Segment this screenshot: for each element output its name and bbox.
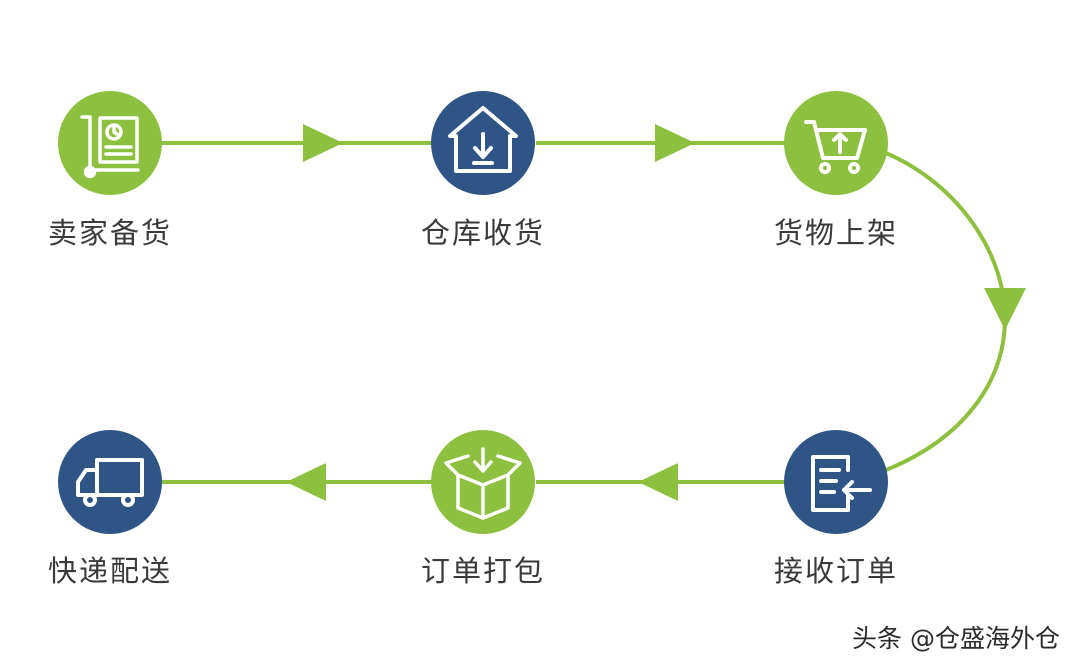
cart-document-icon bbox=[80, 115, 140, 179]
step-label-express-delivery: 快递配送 bbox=[47, 554, 172, 588]
step-node-1 bbox=[58, 91, 162, 195]
arrow-right-icon bbox=[655, 124, 695, 162]
order-receive-icon bbox=[811, 455, 872, 512]
step-label-order-packing: 订单打包 bbox=[420, 554, 545, 588]
arrowheads bbox=[286, 124, 1026, 501]
arrow-left-icon bbox=[638, 463, 678, 501]
arrow-right-icon bbox=[303, 124, 343, 162]
step-label-shelving: 货物上架 bbox=[773, 216, 898, 250]
step-label-receive-order: 接收订单 bbox=[773, 554, 898, 588]
delivery-truck-icon bbox=[76, 458, 144, 507]
arrow-down-icon bbox=[984, 288, 1026, 330]
warehouse-download-icon bbox=[448, 106, 518, 173]
package-box-icon bbox=[444, 447, 522, 520]
step-node-2 bbox=[431, 91, 535, 195]
watermark-text: 头条 @仓盛海外仓 bbox=[852, 624, 1060, 653]
connector-3-4 bbox=[885, 151, 1008, 472]
shopping-cart-upload-icon bbox=[804, 120, 867, 174]
step-node-6 bbox=[58, 430, 162, 534]
step-node-4 bbox=[784, 430, 888, 534]
step-label-warehouse-receive: 仓库收货 bbox=[420, 216, 545, 250]
step-node-3 bbox=[784, 91, 888, 195]
step-node-5 bbox=[431, 430, 535, 534]
arrow-left-icon bbox=[286, 463, 326, 501]
step-label-seller-stock: 卖家备货 bbox=[47, 216, 172, 250]
connector-lines bbox=[160, 141, 1008, 484]
